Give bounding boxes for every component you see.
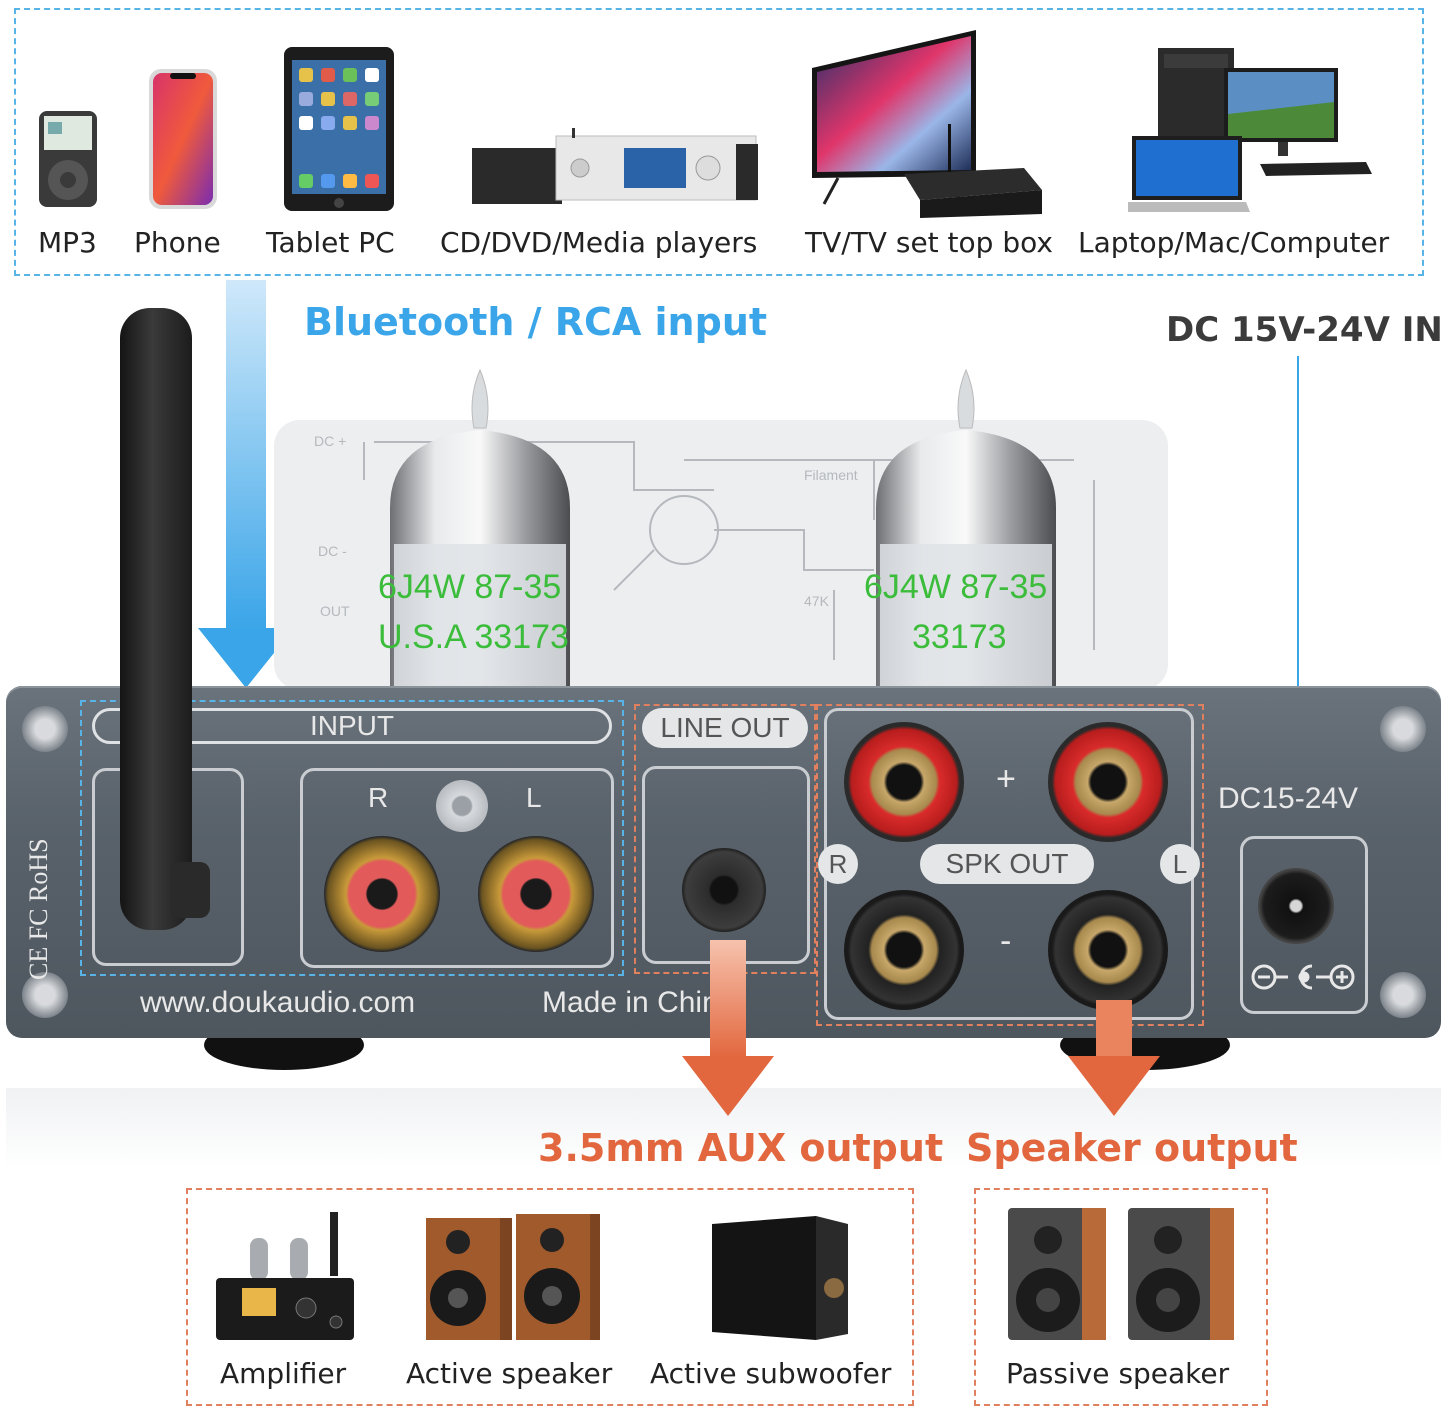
speaker-minus-label: -: [1000, 922, 1012, 960]
spk-out-badge: SPK OUT: [920, 844, 1094, 884]
source-devices-box: [14, 8, 1424, 276]
mp3-player-icon: [39, 111, 97, 207]
screw-icon: [1380, 972, 1426, 1018]
screw-icon: [22, 972, 68, 1018]
spk-left-label: L: [1172, 849, 1188, 879]
input-arrow-icon: [198, 280, 294, 688]
amplifier-icon: [216, 1212, 354, 1340]
tube-left-print-2: U.S.A 33173: [378, 618, 569, 656]
speaker-right-negative-terminal[interactable]: [844, 890, 964, 1010]
source-label-tv: TV/TV set top box: [805, 226, 1053, 259]
rca-right-label: R: [368, 782, 389, 813]
svg-text:Filament: Filament: [804, 467, 858, 483]
speaker-output-arrow-icon: [1068, 1000, 1160, 1116]
source-label-mp3: MP3: [38, 226, 97, 259]
svg-text:DC -: DC -: [318, 543, 347, 559]
aux-output-callout: 3.5mm AUX output: [538, 1126, 944, 1170]
output-label-subwoofer: Active subwoofer: [650, 1357, 892, 1390]
rca-input-right-jack[interactable]: [324, 836, 440, 952]
input-callout: Bluetooth / RCA input: [304, 300, 768, 344]
tube-left-print-1: 6J4W 87-35: [378, 568, 561, 606]
spk-right-badge: R: [818, 844, 858, 884]
tube-right-print-1: 6J4W 87-35: [864, 568, 1047, 606]
website-text: www.doukaudio.com: [140, 986, 416, 1019]
svg-text:OUT: OUT: [320, 603, 350, 619]
aux-output-arrow-icon: [682, 940, 774, 1116]
svg-text:47K: 47K: [804, 593, 830, 609]
vacuum-tube-left: 6J4W 87-35 U.S.A 33173: [378, 368, 570, 690]
aux-output-jack[interactable]: [682, 848, 766, 932]
spk-out-label: SPK OUT: [945, 848, 1069, 879]
input-section: [80, 700, 624, 976]
line-out-label: LINE OUT: [660, 712, 790, 743]
dc-polarity-icon: [1251, 964, 1355, 990]
certification-marks: CE FC RoHS: [24, 838, 53, 980]
spk-right-label: R: [828, 849, 848, 879]
computer-icon: [1128, 48, 1372, 212]
media-player-icon: [472, 128, 758, 204]
spk-left-badge: L: [1160, 844, 1200, 884]
passive-speaker-icon: [1008, 1208, 1234, 1340]
speaker-plus-label: +: [996, 760, 1016, 798]
vacuum-tube-right: 6J4W 87-35 33173: [864, 368, 1056, 690]
output-label-amplifier: Amplifier: [220, 1357, 347, 1390]
rca-left-label: L: [526, 782, 542, 813]
dc-label: DC15-24V: [1218, 782, 1359, 815]
tv-icon: [812, 30, 1042, 218]
source-label-media-player: CD/DVD/Media players: [440, 226, 758, 259]
tube-right-print-2: 33173: [912, 618, 1007, 656]
speaker-left-negative-terminal[interactable]: [1048, 890, 1168, 1010]
screw-icon: [22, 706, 68, 752]
speaker-left-positive-terminal[interactable]: [1048, 722, 1168, 842]
speaker-output-devices-box: [974, 1188, 1268, 1406]
active-speaker-icon: [426, 1214, 600, 1340]
source-label-computer: Laptop/Mac/Computer: [1078, 226, 1390, 259]
svg-text:DC +: DC +: [314, 433, 346, 449]
screw-icon: [1380, 706, 1426, 752]
bluetooth-antenna[interactable]: [120, 308, 192, 930]
line-out-badge: LINE OUT: [642, 708, 808, 748]
dc-power-jack[interactable]: [1258, 868, 1334, 944]
antenna-base: [170, 862, 210, 918]
subwoofer-icon: [712, 1216, 848, 1340]
source-label-tablet: Tablet PC: [266, 226, 395, 259]
rca-input-left-jack[interactable]: [478, 836, 594, 952]
speaker-out-section: [816, 704, 1204, 1026]
output-label-passive-speaker: Passive speaker: [1006, 1357, 1230, 1390]
tablet-icon: [284, 47, 394, 211]
input-label: INPUT: [310, 710, 394, 741]
rca-input-frame: [300, 768, 614, 968]
aux-output-devices-box: [186, 1188, 914, 1406]
source-label-phone: Phone: [134, 226, 221, 259]
output-label-active-speaker: Active speaker: [406, 1357, 613, 1390]
phone-icon: [149, 69, 217, 209]
speaker-output-callout: Speaker output: [966, 1126, 1298, 1170]
made-in-text: Made in China: [542, 986, 736, 1019]
power-callout: DC 15V-24V IN: [1166, 310, 1443, 350]
ground-screw-icon: [436, 780, 488, 832]
dc-input-frame: [1240, 836, 1368, 1014]
speaker-right-positive-terminal[interactable]: [844, 722, 964, 842]
